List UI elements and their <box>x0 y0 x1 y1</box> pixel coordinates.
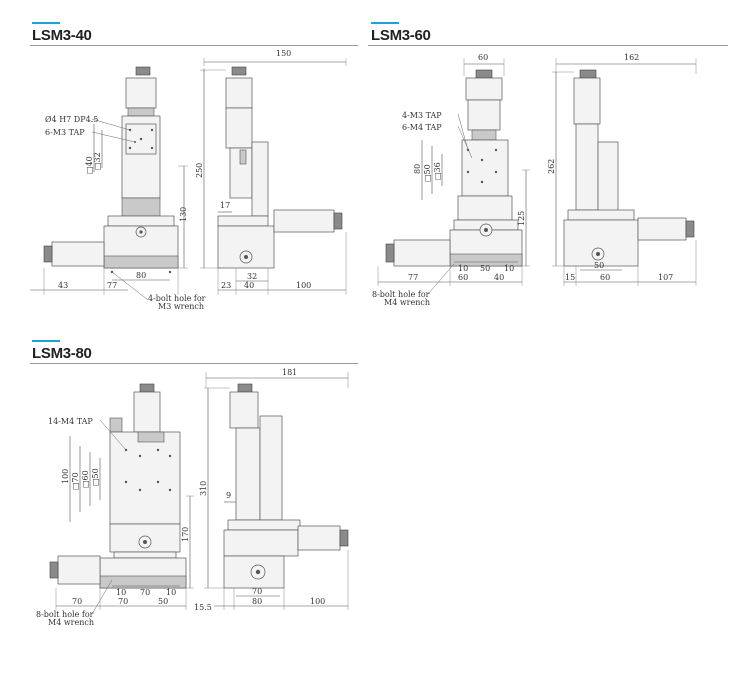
dim-107: 107 <box>658 273 673 282</box>
dim-50: 50 <box>480 264 490 273</box>
dim-sq50: □50 <box>91 468 100 486</box>
lsm3-80-rule <box>30 363 358 364</box>
lsm3-60-side-view <box>563 69 695 267</box>
lsm3-80-front-view <box>49 383 187 589</box>
dim-10b: 10 <box>504 264 514 273</box>
dim-sq60: □60 <box>81 470 90 488</box>
dim-50r: 50 <box>594 261 604 270</box>
lsm3-40-side-dims: 150 250 17 23 40 100 32 <box>195 50 347 295</box>
lsm3-80-title: LSM3-80 <box>32 345 92 362</box>
label-tap2: 6-M4 TAP <box>402 123 442 132</box>
dim-70l: 70 <box>72 597 82 606</box>
dim-70r: 70 <box>252 587 262 596</box>
dim-70: 70 <box>140 588 150 597</box>
dim-130: 130 <box>179 207 188 222</box>
dim-262: 262 <box>547 159 556 174</box>
label-bolt2: M3 wrench <box>158 302 204 311</box>
lsm3-80-front-dims: 14-M4 TAP 100 □70 □60 □50 170 10 70 10 7… <box>36 417 194 627</box>
dim-10a: 10 <box>116 588 126 597</box>
dim-15: 15 <box>565 273 575 282</box>
dim-80r: 80 <box>252 597 262 606</box>
dim-sq32: □32 <box>93 152 102 170</box>
lsm3-80-accent <box>32 340 60 342</box>
lsm3-60-front-dims: 60 4-M3 TAP 6-M4 TAP 80 □50 □36 125 10 5… <box>372 53 530 307</box>
dim-23: 23 <box>221 281 231 290</box>
lsm3-60-title: LSM3-60 <box>371 27 431 44</box>
label-bolt1: 8-bolt hole for <box>372 290 430 299</box>
dim-77: 77 <box>107 281 117 290</box>
dim-70m: 70 <box>118 597 128 606</box>
dim-40: 40 <box>244 281 254 290</box>
dim-50: 50 <box>158 597 168 606</box>
lsm3-60-front-view <box>385 69 523 267</box>
dim-310: 310 <box>199 481 208 496</box>
dim-10b: 10 <box>166 588 176 597</box>
lsm3-80-side-dims: 181 310 9 70 15.5 80 100 <box>194 368 349 612</box>
dim-181: 181 <box>282 368 297 377</box>
dim-sq70: □70 <box>71 472 80 490</box>
label-tap: 14-M4 TAP <box>48 417 93 426</box>
label-tap1: 4-M3 TAP <box>402 111 442 120</box>
dim-77: 77 <box>408 273 418 282</box>
dim-150: 150 <box>276 50 291 58</box>
lsm3-40-front-view <box>43 66 179 274</box>
label-bolt2: M4 wrench <box>48 618 94 627</box>
dim-60: 60 <box>458 273 468 282</box>
dim-32: 32 <box>247 272 257 281</box>
dim-43: 43 <box>58 281 68 290</box>
lsm3-60-side-dims: 162 262 50 15 60 107 <box>547 53 697 286</box>
dim-17: 17 <box>220 201 230 210</box>
dim-162: 162 <box>624 53 639 62</box>
lsm3-40-front-dims: 130 □40 □32 Ø4 H7 DP4.5 6-M3 TAP 43 77 8… <box>30 115 206 311</box>
label-tap: 6-M3 TAP <box>45 128 85 137</box>
lsm3-60-accent <box>371 22 399 24</box>
dim-80: 80 <box>136 271 146 280</box>
lsm3-40-rule <box>30 45 358 46</box>
lsm3-60-drawing: 60 4-M3 TAP 6-M4 TAP 80 □50 □36 125 10 5… <box>372 53 697 307</box>
dim-40: 40 <box>494 273 504 282</box>
dim-125: 125 <box>517 211 526 226</box>
dim-80: 80 <box>413 164 422 174</box>
dim-60-top: 60 <box>478 53 488 62</box>
label-bolt2: M4 wrench <box>384 298 430 307</box>
dim-60r: 60 <box>600 273 610 282</box>
lsm3-80-drawing: 14-M4 TAP 100 □70 □60 □50 170 10 70 10 7… <box>36 368 349 627</box>
lsm3-80-side-view <box>223 383 349 589</box>
dim-250: 250 <box>195 163 204 178</box>
dim-9: 9 <box>226 491 231 500</box>
label-bolt1: 4-bolt hole for <box>148 294 206 303</box>
dim-100: 100 <box>296 281 311 290</box>
lsm3-40-drawing: 130 □40 □32 Ø4 H7 DP4.5 6-M3 TAP 43 77 8… <box>30 50 347 311</box>
dim-sq50: □50 <box>423 164 432 182</box>
dim-100r: 100 <box>310 597 325 606</box>
lsm3-40-accent <box>32 22 60 24</box>
dim-100: 100 <box>61 469 70 484</box>
dim-170: 170 <box>181 527 190 542</box>
dim-sq40: □40 <box>85 156 94 174</box>
lsm3-40-title: LSM3-40 <box>32 27 92 44</box>
label-bolt1: 8-bolt hole for <box>36 610 94 619</box>
dim-10a: 10 <box>458 264 468 273</box>
lsm3-40-side-view <box>217 66 343 269</box>
lsm3-60-rule <box>368 45 728 46</box>
dim-sq36: □36 <box>433 162 442 180</box>
dim-15-5: 15.5 <box>194 603 212 612</box>
label-pin: Ø4 H7 DP4.5 <box>45 115 98 124</box>
